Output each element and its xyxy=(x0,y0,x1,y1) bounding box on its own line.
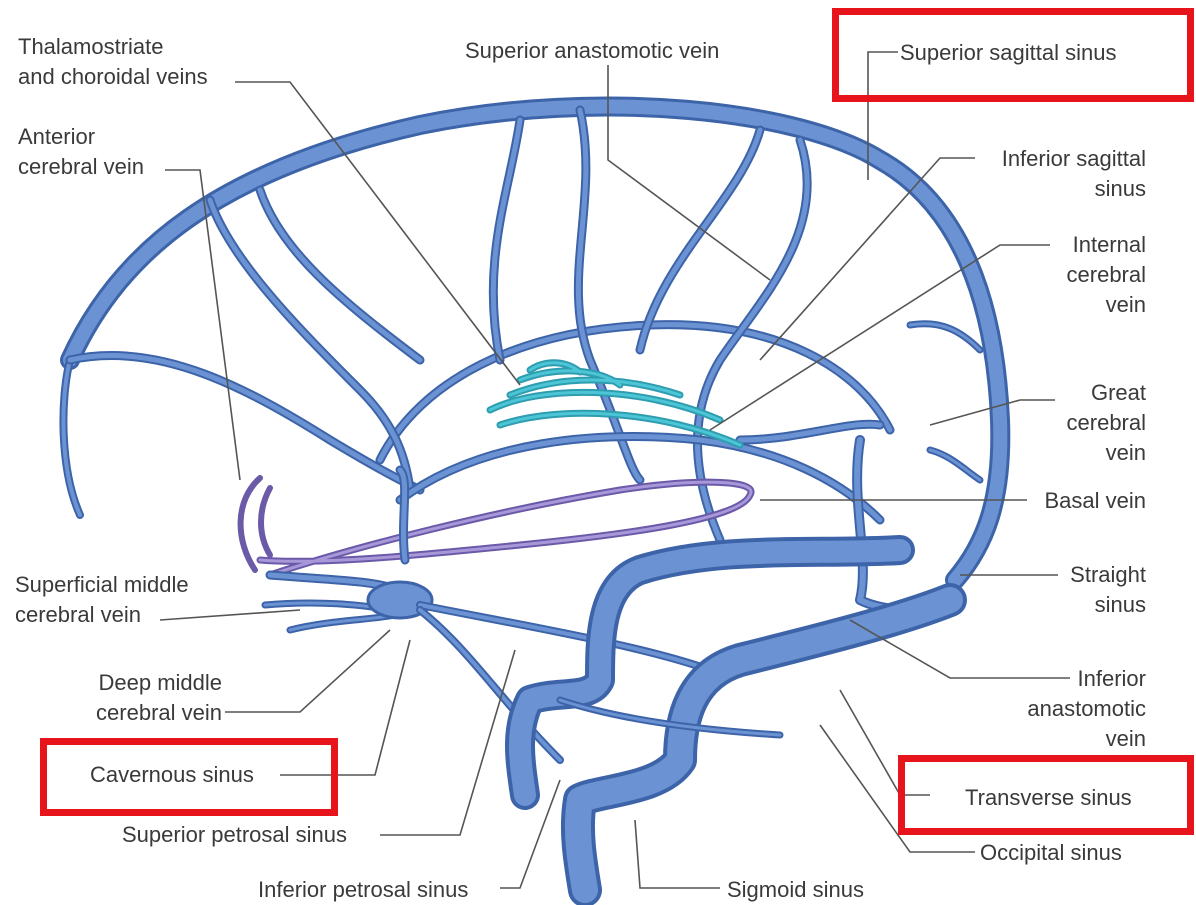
label-line: vein xyxy=(1067,438,1146,468)
label-line: cerebral vein xyxy=(15,600,189,630)
label-line: Inferior xyxy=(1027,664,1146,694)
label-line: Superficial middle xyxy=(15,570,189,600)
label-sigmoid-sinus: Sigmoid sinus xyxy=(727,875,864,905)
label-inferior-petrosal-sinus: Inferior petrosal sinus xyxy=(258,875,468,905)
label-inferior-sagittal-sinus: Inferior sagittal sinus xyxy=(1002,144,1146,204)
label-line: Inferior sagittal xyxy=(1002,144,1146,174)
label-superficial-middle-cerebral-vein: Superficial middle cerebral vein xyxy=(15,570,189,630)
cortical-veins xyxy=(210,110,980,540)
label-line: anastomotic xyxy=(1027,694,1146,724)
label-occipital-sinus: Occipital sinus xyxy=(980,838,1122,868)
label-line: Internal xyxy=(1067,230,1146,260)
inferior-sagittal-sinus-vessel xyxy=(70,325,890,490)
label-line: Straight xyxy=(1070,560,1146,590)
label-line: and choroidal veins xyxy=(18,62,208,92)
label-anterior-cerebral-vein: Anterior cerebral vein xyxy=(18,122,144,182)
label-superior-petrosal-sinus: Superior petrosal sinus xyxy=(122,820,347,850)
label-line: Great xyxy=(1067,378,1146,408)
label-internal-cerebral-vein: Internal cerebral vein xyxy=(1067,230,1146,320)
transverse-sigmoid-vessels xyxy=(520,550,950,890)
label-thalamostriate: Thalamostriate and choroidal veins xyxy=(18,32,208,92)
label-line: vein xyxy=(1067,290,1146,320)
label-line: cerebral vein xyxy=(18,152,144,182)
label-superior-anastomotic-vein: Superior anastomotic vein xyxy=(465,36,719,66)
label-deep-middle-cerebral-vein: Deep middle cerebral vein xyxy=(96,668,222,728)
label-line: cerebral vein xyxy=(96,698,222,728)
highlight-box-transverse-sinus xyxy=(898,755,1194,835)
highlight-box-superior-sagittal-sinus xyxy=(832,8,1194,102)
label-line: Anterior xyxy=(18,122,144,152)
label-line: Thalamostriate xyxy=(18,32,208,62)
highlight-box-cavernous-sinus xyxy=(40,738,338,816)
label-line: sinus xyxy=(1002,174,1146,204)
label-basal-vein: Basal vein xyxy=(1044,486,1146,516)
label-line: cerebral xyxy=(1067,260,1146,290)
label-straight-sinus: Straight sinus xyxy=(1070,560,1146,620)
label-line: cerebral xyxy=(1067,408,1146,438)
label-line: vein xyxy=(1027,724,1146,754)
label-inferior-anastomotic-vein: Inferior anastomotic vein xyxy=(1027,664,1146,754)
label-great-cerebral-vein: Great cerebral vein xyxy=(1067,378,1146,468)
label-line: Deep middle xyxy=(96,668,222,698)
label-line: sinus xyxy=(1070,590,1146,620)
